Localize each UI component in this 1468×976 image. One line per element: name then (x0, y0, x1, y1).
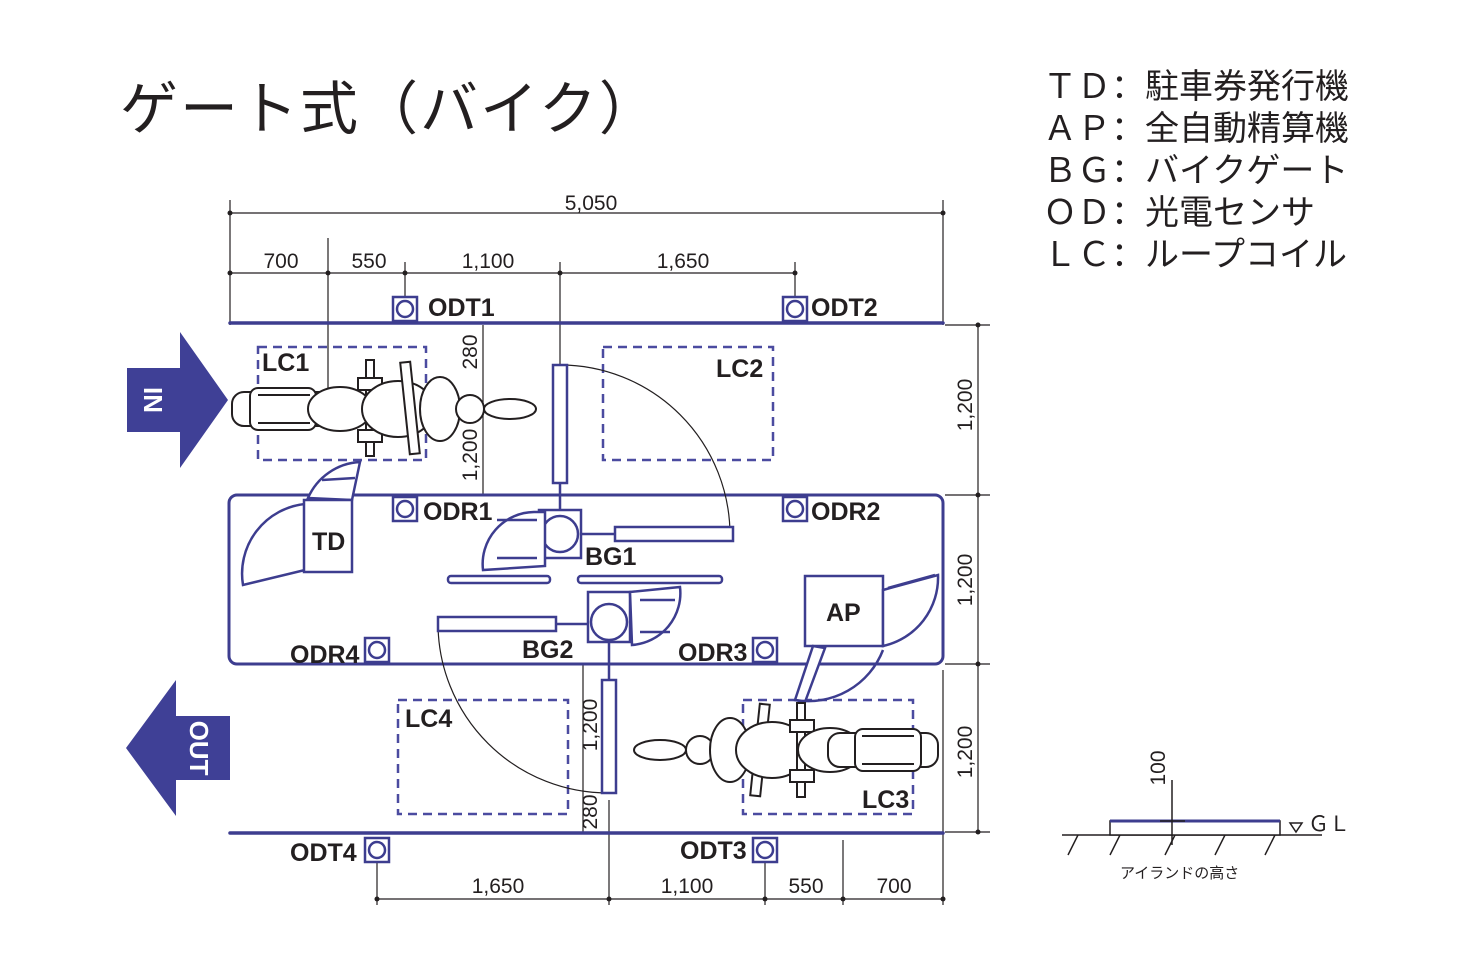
out-arrow-icon (126, 680, 230, 816)
ticket-dispenser (240, 460, 362, 587)
dim-bottom-1: 1,100 (661, 875, 714, 898)
label-lc4: LC4 (405, 705, 452, 733)
page-title: ゲート式（バイク） (120, 75, 659, 143)
dim-lane-top: 1,200 (459, 429, 482, 482)
bg2-swing-arc (437, 622, 610, 794)
label-odt2: ODT2 (811, 294, 878, 322)
label-odt4: ODT4 (290, 839, 357, 867)
dim-top-2: 1,100 (462, 250, 515, 273)
lane-boundaries (228, 321, 945, 835)
sensor-odt4 (363, 836, 391, 864)
label-odt1: ODT1 (428, 294, 495, 322)
sensor-odr1 (391, 495, 419, 523)
in-arrow-icon (127, 332, 228, 468)
label-ap: AP (826, 599, 861, 627)
legend-item-od: ＯＤ：光電センサ (1043, 193, 1315, 233)
label-bg1: BG1 (585, 543, 637, 571)
sensor-odt2 (781, 295, 809, 323)
legend-item-ap: ＡＰ：全自動精算機 (1043, 109, 1349, 149)
island-height-detail (1062, 780, 1322, 856)
loop-coil-lc2 (601, 345, 775, 462)
dim-top-3: 1,650 (657, 250, 710, 273)
sensor-odt1 (391, 295, 419, 323)
island-height-caption: アイランドの高さ (1120, 864, 1239, 882)
label-odt3: ODT3 (680, 837, 747, 865)
dim-lane-bottom: 1,200 (579, 699, 602, 752)
dim-right-2: 1,200 (954, 726, 977, 779)
dim-gate-offset-top: 280 (459, 334, 482, 369)
in-arrow-label: IN (138, 387, 168, 413)
dim-bottom-3: 700 (876, 875, 911, 898)
dim-top-1: 550 (351, 250, 386, 273)
label-td: TD (312, 528, 345, 556)
sensor-odt3 (751, 836, 779, 864)
sensor-odr4 (363, 636, 391, 664)
dimension-ticks (227, 210, 981, 902)
motorcycle-out (633, 702, 939, 798)
dim-right-0: 1,200 (954, 379, 977, 432)
legend: ＴＤ：駐車券発行機 ＡＰ：全自動精算機 ＢＧ：バイクゲート ＯＤ：光電センサ Ｌ… (1043, 66, 1349, 276)
dim-right-1: 1,200 (954, 554, 977, 607)
dim-bottom-0: 1,650 (472, 875, 525, 898)
legend-item-bg: ＢＧ：バイクゲート (1043, 151, 1349, 191)
sensor-odr3 (751, 636, 779, 664)
label-bg2: BG2 (522, 636, 573, 664)
label-odr2: ODR2 (811, 498, 880, 526)
bike-gate-bg1 (446, 363, 735, 585)
label-lc1: LC1 (262, 349, 309, 377)
island-height-value: 100 (1147, 750, 1170, 785)
out-arrow-label: OUT (184, 721, 214, 776)
label-odr3: ODR3 (678, 639, 747, 667)
loop-coil-lc1 (256, 345, 428, 462)
dim-total-width: 5,050 (565, 192, 618, 215)
dim-top-0: 700 (263, 250, 298, 273)
dim-gate-offset-bottom: 280 (579, 794, 602, 829)
label-odr1: ODR1 (423, 498, 493, 526)
motorcycle-in (231, 359, 537, 457)
legend-item-lc: ＬＣ：ループコイル (1043, 235, 1347, 275)
label-lc2: LC2 (716, 355, 763, 383)
label-lc3: LC3 (862, 786, 909, 814)
sensor-odr2 (781, 495, 809, 523)
bg1-swing-arc (559, 364, 731, 536)
label-odr4: ODR4 (290, 641, 360, 669)
legend-item-td: ＴＤ：駐車券発行機 (1043, 67, 1349, 107)
loop-coil-lc4 (396, 698, 570, 816)
dim-bottom-2: 550 (788, 875, 823, 898)
auto-pay-machine (793, 573, 940, 704)
bike-gate-bg2 (436, 585, 682, 795)
ground-level-label: ＧＬ (1308, 813, 1350, 836)
center-island (227, 493, 945, 666)
